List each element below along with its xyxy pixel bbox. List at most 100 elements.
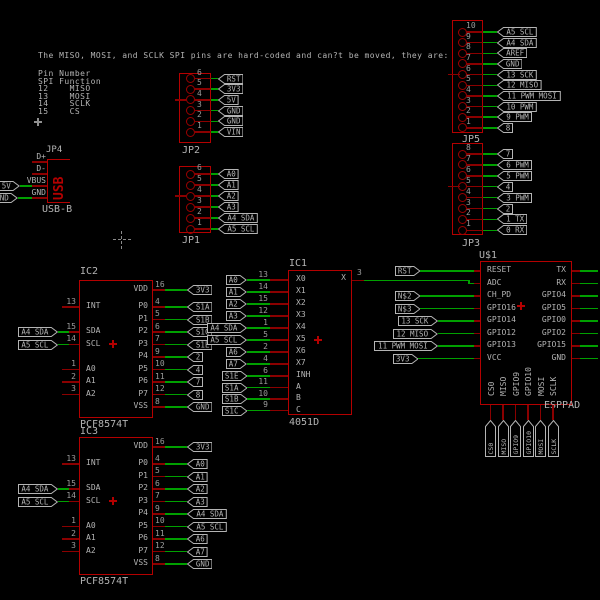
net-wire[interactable]: [483, 31, 497, 33]
net-flag-12_MISO[interactable]: 12_MISO: [497, 80, 542, 91]
pin-wire[interactable]: [270, 291, 288, 293]
net-flag-A5_SCL[interactable]: A5_SCL: [18, 496, 58, 507]
net-wire[interactable]: [211, 120, 218, 123]
net-wire[interactable]: [483, 218, 497, 221]
net-wire[interactable]: [211, 77, 218, 80]
pin-wire[interactable]: [194, 206, 211, 208]
net-flag-4[interactable]: 4: [187, 364, 203, 375]
net-flag-GND[interactable]: GND: [497, 58, 523, 69]
net-wire[interactable]: [438, 320, 474, 322]
net-wire[interactable]: [164, 538, 187, 540]
net-flag-MOSI[interactable]: MOSI: [535, 420, 546, 457]
net-wire[interactable]: [420, 270, 474, 272]
pin-wire[interactable]: [194, 88, 211, 90]
pin-wire[interactable]: [466, 31, 483, 33]
net-flag-5V[interactable]: 5V: [218, 94, 239, 105]
pin-wire[interactable]: [153, 563, 165, 565]
net-wire[interactable]: [211, 228, 218, 230]
net-flag-GND[interactable]: GND: [187, 402, 213, 412]
net-flag-9_PWM[interactable]: 9_PWM: [497, 112, 532, 123]
pin-wire[interactable]: [474, 282, 480, 285]
pin-wire[interactable]: [572, 345, 580, 347]
pin-wire[interactable]: [194, 217, 211, 219]
pin-wire[interactable]: [153, 525, 165, 528]
net-wire[interactable]: [580, 295, 598, 297]
pin-wire[interactable]: [153, 343, 165, 346]
pin-wire[interactable]: [153, 406, 165, 408]
net-wire[interactable]: [164, 289, 187, 291]
net-flag-A1[interactable]: A1: [226, 287, 247, 297]
net-wire[interactable]: [483, 41, 497, 44]
pin-wire[interactable]: [466, 185, 483, 188]
net-flag-VIN[interactable]: VIN: [218, 127, 244, 137]
pin-wire[interactable]: [474, 295, 480, 297]
pin-wire[interactable]: [474, 357, 480, 360]
net-wire[interactable]: [164, 475, 187, 478]
pin-wire[interactable]: [153, 500, 165, 503]
pin-wire[interactable]: [466, 175, 483, 177]
pin-wire[interactable]: [489, 405, 492, 420]
net-wire[interactable]: [164, 381, 187, 383]
net-flag-A4_SDA[interactable]: A4_SDA: [187, 509, 227, 519]
pin-wire[interactable]: [466, 95, 483, 97]
net-wire[interactable]: [483, 73, 497, 76]
net-wire[interactable]: [247, 398, 270, 400]
net-wire[interactable]: [483, 116, 497, 118]
net-wire[interactable]: [247, 315, 270, 317]
net-flag-13_SCK[interactable]: 13_SCK: [398, 316, 438, 326]
pin-wire[interactable]: [270, 327, 288, 329]
pin-wire[interactable]: [270, 386, 288, 389]
net-wire[interactable]: [211, 184, 218, 186]
net-flag-6_PWM[interactable]: 6_PWM: [497, 159, 532, 170]
pin-wire[interactable]: [466, 84, 483, 86]
pin-wire[interactable]: [153, 368, 165, 371]
pin-wire[interactable]: [32, 185, 47, 187]
pin-wire[interactable]: [466, 63, 483, 65]
esp-outline[interactable]: [480, 261, 572, 405]
pin-wire[interactable]: [539, 405, 542, 420]
ic2-outline[interactable]: [79, 280, 153, 418]
pin-wire[interactable]: [466, 116, 483, 118]
net-wire[interactable]: [18, 197, 32, 199]
pin-wire[interactable]: [352, 279, 364, 281]
net-wire[interactable]: [211, 173, 218, 175]
net-wire[interactable]: [580, 270, 598, 272]
pin-wire[interactable]: [153, 331, 165, 333]
net-flag-8[interactable]: 8: [187, 389, 203, 400]
pin-wire[interactable]: [527, 405, 529, 420]
net-flag-A3[interactable]: A3: [218, 202, 239, 212]
pin-wire[interactable]: [153, 306, 165, 308]
pin-wire[interactable]: [466, 52, 483, 55]
net-flag-A4_SDA[interactable]: A4_SDA: [18, 327, 58, 337]
net-flag-13_SCK[interactable]: 13_SCK: [497, 69, 537, 80]
pin-wire[interactable]: [194, 131, 211, 133]
net-wire[interactable]: [247, 291, 270, 293]
pin-wire[interactable]: [194, 109, 211, 112]
net-wire[interactable]: [58, 500, 69, 503]
pin-wire[interactable]: [194, 99, 211, 101]
net-wire[interactable]: [418, 357, 474, 360]
net-flag-A7[interactable]: A7: [187, 546, 208, 557]
pin-wire[interactable]: [153, 381, 165, 383]
net-wire[interactable]: [483, 52, 497, 55]
net-flag-S1A[interactable]: S1A: [221, 382, 247, 393]
pin-wire[interactable]: [194, 77, 211, 80]
pin-wire[interactable]: [466, 153, 483, 155]
pin-wire[interactable]: [69, 500, 79, 503]
pin-wire[interactable]: [474, 307, 480, 310]
net-wire[interactable]: [164, 343, 187, 346]
net-wire[interactable]: [247, 327, 270, 329]
net-wire[interactable]: [164, 393, 187, 396]
pin-wire[interactable]: [194, 120, 211, 123]
net-flag-RST[interactable]: RST: [394, 266, 420, 276]
pin-wire[interactable]: [572, 332, 580, 335]
pin-wire[interactable]: [153, 488, 165, 490]
net-wire[interactable]: [58, 488, 69, 490]
net-flag-5_PWM[interactable]: 5_PWM: [497, 170, 532, 181]
net-wire[interactable]: [211, 131, 218, 133]
pin-wire[interactable]: [270, 303, 288, 305]
net-flag-A2[interactable]: A2: [226, 299, 247, 309]
net-wire[interactable]: [247, 375, 270, 377]
net-flag-SCLK[interactable]: SCLK: [547, 420, 559, 457]
net-wire[interactable]: [211, 217, 218, 219]
